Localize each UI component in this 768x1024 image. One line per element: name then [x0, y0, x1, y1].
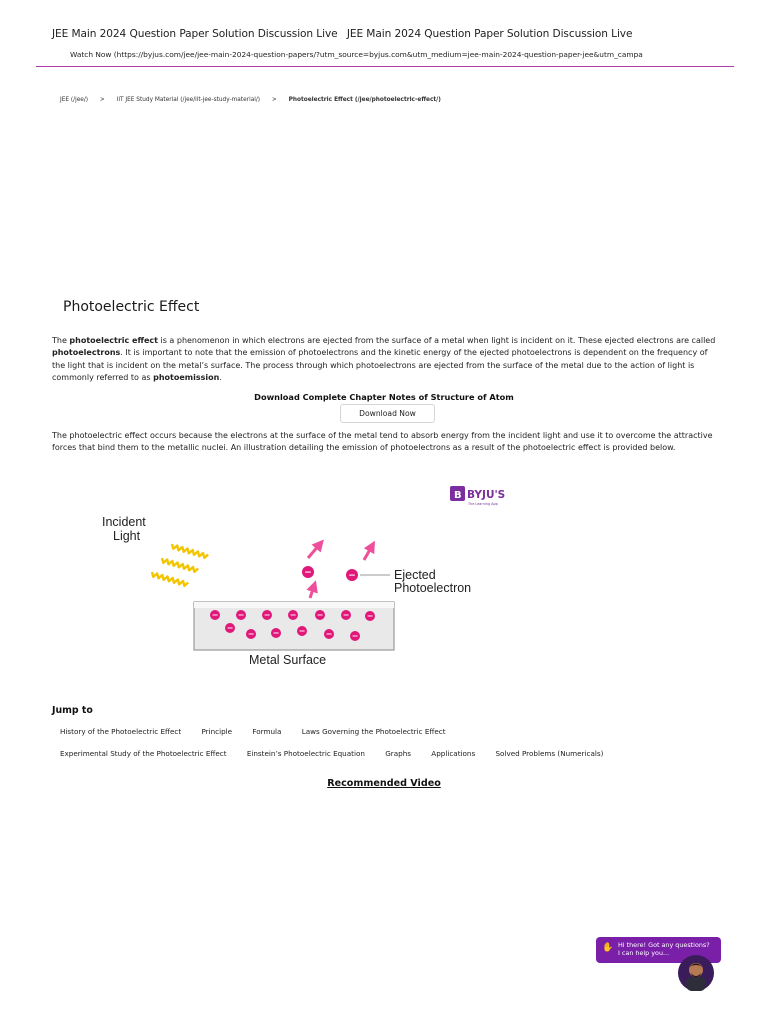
bold-term: photoelectrons: [52, 348, 121, 358]
breadcrumb-item-study-material[interactable]: IIT JEE Study Material (/jee/iit-jee-stu…: [116, 97, 261, 103]
text-run: is a phenomenon in which electrons are e…: [157, 336, 716, 345]
download-now-button[interactable]: Download Now: [340, 404, 435, 423]
metal-surface-label: Metal Surface: [249, 653, 326, 667]
incident-label: Incident: [102, 515, 146, 529]
jump-link-principle[interactable]: Principle: [201, 727, 233, 736]
brand-tagline: The Learning App: [467, 502, 498, 506]
breadcrumb-separator: >: [271, 97, 277, 103]
svg-text:−: −: [227, 624, 234, 633]
svg-text:−: −: [273, 629, 280, 638]
download-heading: Download Complete Chapter Notes of Struc…: [254, 392, 514, 402]
electron: [236, 610, 246, 620]
wave-hand-icon: ✋: [602, 943, 614, 953]
svg-text:−: −: [367, 612, 374, 621]
electron: [225, 623, 235, 633]
breadcrumb-item-current[interactable]: Photoelectric Effect (/jee/photoelectric…: [288, 97, 441, 103]
electron: [262, 610, 272, 620]
incident-label: Light: [113, 529, 141, 543]
chat-line: I can help you...: [618, 949, 670, 957]
svg-text:−: −: [248, 630, 255, 639]
page-title: Photoelectric Effect: [63, 299, 200, 315]
wave: [170, 543, 209, 560]
intro-paragraph: The photoelectric effect is a phenomenon…: [52, 335, 722, 385]
chat-avatar[interactable]: [674, 955, 718, 991]
svg-text:−: −: [304, 568, 312, 578]
electron: [288, 610, 298, 620]
text-run: .: [219, 373, 222, 383]
svg-text:−: −: [299, 627, 306, 636]
banner-item[interactable]: JEE Main 2024 Question Paper Solution Di…: [346, 28, 633, 40]
electron: [324, 629, 334, 639]
text-run: The: [52, 336, 70, 345]
text-run: . It is important to note that the emiss…: [52, 348, 708, 383]
chat-line: Hi there! Got any questions?: [618, 941, 710, 949]
bold-term: photoemission: [153, 373, 220, 383]
svg-text:−: −: [317, 611, 324, 620]
bold-term: photoelectric effect: [69, 336, 158, 345]
svg-text:−: −: [352, 632, 359, 641]
jump-link-einstein-equation[interactable]: Einstein’s Photoelectric Equation: [246, 749, 365, 758]
light-waves: [150, 543, 209, 588]
jump-link-history[interactable]: History of the Photoelectric Effect: [60, 727, 182, 736]
jump-links-row: History of the Photoelectric Effect Prin…: [60, 727, 464, 736]
arrow: [306, 580, 318, 599]
ejected-electron: [302, 566, 314, 578]
electron: [341, 610, 351, 620]
svg-text:−: −: [212, 611, 219, 620]
breadcrumb-separator: >: [99, 97, 105, 103]
explanation-paragraph: The photoelectric effect occurs because …: [52, 431, 713, 453]
jump-links-row: Experimental Study of the Photoelectric …: [60, 749, 621, 758]
jump-link-laws[interactable]: Laws Governing the Photoelectric Effect: [301, 727, 446, 736]
byjus-logo: B BYJU'S The Learning App: [450, 486, 505, 506]
live-banner[interactable]: JEE Main 2024 Question Paper Solution Di…: [52, 28, 638, 40]
svg-text:−: −: [326, 630, 333, 639]
jump-link-experimental-study[interactable]: Experimental Study of the Photoelectric …: [60, 749, 227, 758]
electron: [297, 626, 307, 636]
jump-link-solved-problems[interactable]: Solved Problems (Numericals): [495, 749, 604, 758]
ejected-label: Photoelectron: [394, 581, 471, 595]
banner-item[interactable]: JEE Main 2024 Question Paper Solution Di…: [52, 28, 338, 40]
metal-electrons: − − − − − − − − − − − − −: [210, 610, 375, 641]
recommended-video-heading[interactable]: Recommended Video: [327, 778, 441, 789]
breadcrumb: JEE (/jee/) > IIT JEE Study Material (/j…: [60, 97, 441, 103]
brand-name: BYJU'S: [467, 489, 505, 501]
wave: [150, 571, 189, 588]
metal-surface: [193, 601, 395, 651]
jump-link-graphs[interactable]: Graphs: [385, 749, 411, 758]
electron: [315, 610, 325, 620]
arrow: [306, 539, 324, 559]
header-divider: [36, 66, 734, 67]
svg-text:−: −: [290, 611, 297, 620]
svg-text:−: −: [343, 611, 350, 620]
svg-text:B: B: [454, 490, 462, 501]
breadcrumb-item-jee[interactable]: JEE (/jee/): [60, 97, 89, 103]
electron: [365, 611, 375, 621]
jump-link-applications[interactable]: Applications: [431, 749, 476, 758]
electron: [246, 629, 256, 639]
svg-text:−: −: [348, 571, 356, 581]
photoelectric-illustration: B BYJU'S The Learning App Incident Light…: [102, 486, 505, 667]
jump-link-formula[interactable]: Formula: [252, 727, 282, 736]
wave: [160, 557, 199, 574]
jump-to-heading: Jump to: [52, 705, 93, 716]
electron: [210, 610, 220, 620]
ejection-arrows: [306, 539, 375, 599]
electron: [350, 631, 360, 641]
svg-text:−: −: [264, 611, 271, 620]
electron: [271, 628, 281, 638]
svg-text:−: −: [238, 611, 245, 620]
arrow: [362, 540, 375, 561]
ejected-electron: [346, 569, 358, 581]
ejected-label: Ejected: [394, 568, 436, 582]
watch-now-link[interactable]: Watch Now (https://byjus.com/jee/jee-mai…: [70, 50, 643, 59]
